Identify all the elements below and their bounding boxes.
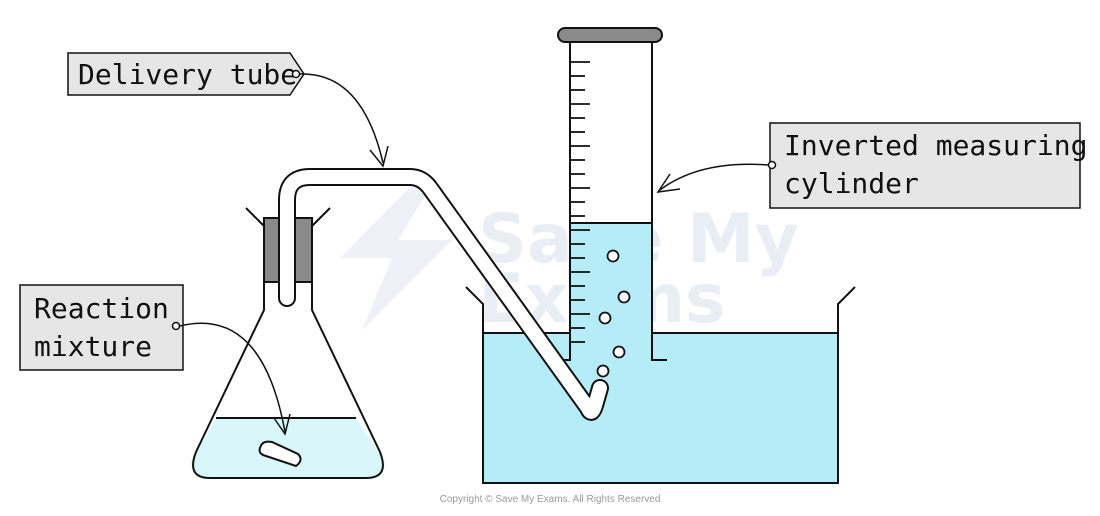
- reaction-mixture-label-dot: [171, 321, 181, 331]
- reaction-mixture-arrowhead: [273, 413, 291, 436]
- gas-bubble: [596, 364, 610, 378]
- reaction-solid-piece: [258, 440, 302, 468]
- cylinder-water: [570, 223, 652, 360]
- inverted-cylinder-label: Inverted measuring cylinder: [656, 122, 1087, 209]
- watermark-logo-icon: [340, 185, 452, 330]
- inverted-cylinder-label-box: [769, 122, 1081, 209]
- inverted-cylinder-label-line1: Inverted measuring: [784, 129, 1087, 162]
- inverted-cylinder-arrowhead: [656, 173, 681, 193]
- gas-bubble: [606, 249, 620, 263]
- gas-bubbles: [596, 249, 631, 378]
- trough-water: [483, 333, 838, 483]
- reaction-mixture-label-line2: mixture: [34, 330, 152, 363]
- reaction-mixture-label-line1: Reaction: [34, 292, 169, 325]
- gas-bubble: [598, 311, 612, 325]
- reaction-mixture-label: Reaction mixture: [19, 284, 291, 436]
- gas-bubble: [617, 290, 631, 304]
- inverted-cylinder-label-dot: [767, 160, 777, 170]
- cylinder-base: [557, 27, 663, 43]
- delivery-tube-label-box: [67, 52, 305, 96]
- delivery-tube-label-text: Delivery tube: [78, 58, 297, 91]
- measuring-cylinder: [555, 27, 667, 378]
- reaction-mixture-arrow: [179, 322, 286, 433]
- copyright-notice: Copyright © Save My Exams. All Rights Re…: [439, 494, 661, 505]
- delivery-tube-arrowhead: [369, 145, 389, 168]
- flask-outline: [192, 238, 384, 479]
- delivery-tube-label: Delivery tube: [67, 52, 389, 168]
- flask-neck-lip: [245, 207, 331, 227]
- flask-liquid: [191, 418, 385, 478]
- delivery-tube-label-dot: [291, 69, 301, 79]
- delivery-tube-bore: [280, 170, 607, 419]
- gas-bubble: [612, 345, 626, 359]
- delivery-tube: [278, 168, 609, 421]
- inverted-cylinder-label-line2: cylinder: [784, 167, 919, 200]
- trough-outline: [465, 286, 856, 484]
- inverted-cylinder-arrow: [659, 163, 769, 191]
- cylinder-scale: [570, 61, 590, 343]
- conical-flask: [191, 207, 385, 479]
- delivery-tube-arrow: [299, 73, 384, 164]
- reaction-mixture-label-box: [19, 284, 184, 371]
